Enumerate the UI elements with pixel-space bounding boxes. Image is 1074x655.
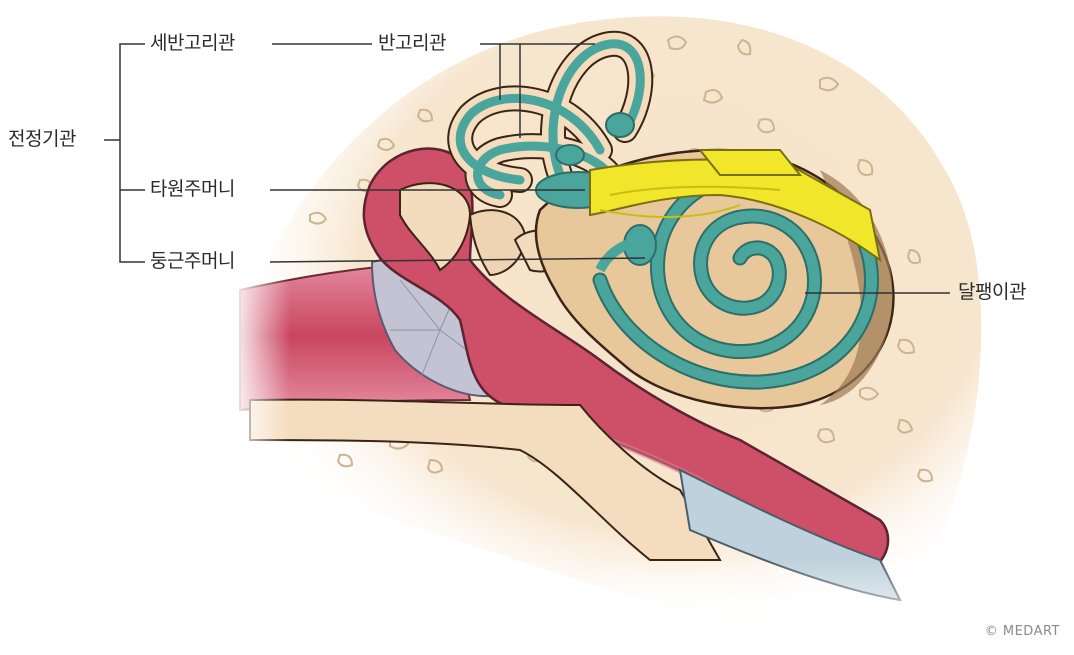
- label-semicircular-duct: 세반고리관: [150, 32, 235, 54]
- cochlea-spiral: [592, 167, 879, 390]
- label-utricle: 타원주머니: [150, 178, 235, 200]
- copyright-notice: © MEDART: [984, 624, 1060, 639]
- label-semicircular-canal: 반고리관: [378, 32, 446, 54]
- label-saccule: 둥근주머니: [150, 250, 235, 272]
- label-cochlea: 달팽이관: [958, 281, 1026, 303]
- semicircular-canals: [447, 30, 654, 208]
- label-vestibular-system: 전정기관: [8, 128, 76, 150]
- fade-bottom: [600, 560, 960, 640]
- fade-left: [230, 240, 290, 470]
- leader-lines: [104, 43, 950, 294]
- vestibulocochlear-nerve: [589, 149, 882, 263]
